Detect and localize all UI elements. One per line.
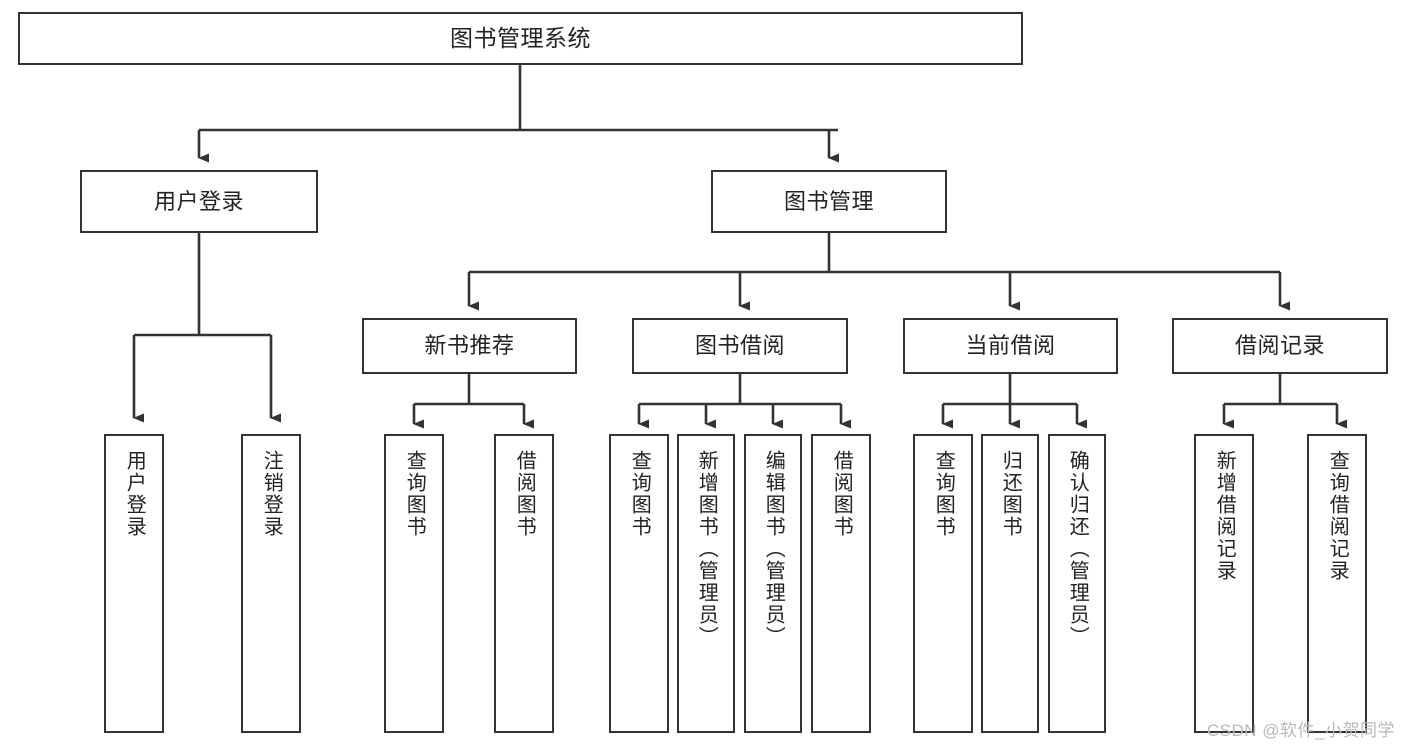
node-label: 用户登录 bbox=[153, 188, 244, 214]
node-label: 借阅图书 bbox=[513, 450, 536, 538]
node-leaf-edit-book[interactable]: 编辑图书（管理员） bbox=[744, 434, 802, 733]
node-label: 借阅记录 bbox=[1234, 333, 1325, 359]
node-label: 当前借阅 bbox=[965, 333, 1056, 359]
node-root-book-management-system[interactable]: 图书管理系统 bbox=[18, 12, 1023, 65]
node-label: 查询借阅记录 bbox=[1326, 450, 1349, 582]
node-leaf-confirm-return[interactable]: 确认归还（管理员） bbox=[1048, 434, 1106, 733]
node-book-borrow[interactable]: 图书借阅 bbox=[632, 318, 848, 374]
node-leaf-add-book[interactable]: 新增图书（管理员） bbox=[677, 434, 735, 733]
node-leaf-borrow-book-2[interactable]: 借阅图书 bbox=[811, 434, 871, 733]
node-book-manage[interactable]: 图书管理 bbox=[711, 170, 947, 233]
node-label: 新增借阅记录 bbox=[1213, 450, 1236, 582]
node-label: 查询图书 bbox=[932, 450, 955, 538]
node-new-book-recommend[interactable]: 新书推荐 bbox=[362, 318, 577, 374]
node-user-login[interactable]: 用户登录 bbox=[80, 170, 318, 233]
node-leaf-borrow-book-1[interactable]: 借阅图书 bbox=[494, 434, 554, 733]
node-label: 注销登录 bbox=[260, 450, 283, 538]
node-label: 查询图书 bbox=[403, 450, 426, 538]
node-leaf-query-record[interactable]: 查询借阅记录 bbox=[1307, 434, 1367, 733]
node-label: 图书借阅 bbox=[694, 333, 785, 359]
node-leaf-user-login[interactable]: 用户登录 bbox=[104, 434, 164, 733]
node-label: 图书管理系统 bbox=[450, 25, 591, 52]
node-label: 用户登录 bbox=[123, 450, 146, 538]
node-label: 图书管理 bbox=[783, 188, 874, 214]
node-leaf-return-book[interactable]: 归还图书 bbox=[981, 434, 1039, 733]
node-label: 归还图书 bbox=[999, 450, 1022, 538]
csdn-watermark: CSDN @软件_小贺同学 bbox=[1206, 721, 1395, 740]
node-leaf-query-book-3[interactable]: 查询图书 bbox=[913, 434, 973, 733]
node-label: 查询图书 bbox=[628, 450, 651, 538]
node-label: 借阅图书 bbox=[830, 450, 853, 538]
node-label: 编辑图书（管理员） bbox=[762, 450, 785, 648]
node-label: 新书推荐 bbox=[424, 333, 515, 359]
node-leaf-add-record[interactable]: 新增借阅记录 bbox=[1194, 434, 1254, 733]
node-leaf-query-book-1[interactable]: 查询图书 bbox=[384, 434, 444, 733]
node-leaf-query-book-2[interactable]: 查询图书 bbox=[609, 434, 669, 733]
node-label: 新增图书（管理员） bbox=[695, 450, 718, 648]
node-leaf-logout-login[interactable]: 注销登录 bbox=[241, 434, 301, 733]
node-label: 确认归还（管理员） bbox=[1066, 450, 1089, 648]
node-current-borrow[interactable]: 当前借阅 bbox=[903, 318, 1118, 374]
node-borrow-record[interactable]: 借阅记录 bbox=[1172, 318, 1388, 374]
